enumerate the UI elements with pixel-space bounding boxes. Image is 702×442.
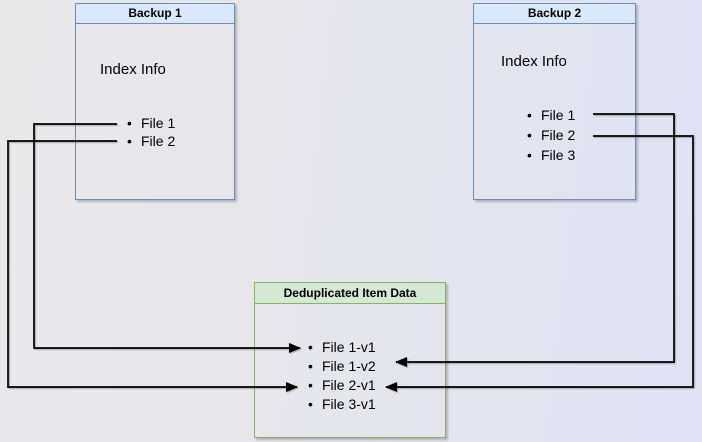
- bullet-icon: •: [527, 147, 532, 163]
- list-item: • File 1: [527, 105, 575, 125]
- backup2-title: Backup 2: [474, 4, 635, 24]
- file-label: File 3: [541, 147, 576, 163]
- backup1-index-info-label: Index Info: [100, 61, 166, 78]
- list-item: • File 3: [527, 145, 575, 165]
- item-label: File 3-v1: [322, 396, 376, 412]
- backup1-file-list: • File 1 • File 2: [127, 114, 175, 150]
- item-label: File 1-v1: [322, 339, 376, 355]
- bullet-icon: •: [127, 133, 132, 149]
- backup2-index-info-label: Index Info: [501, 53, 567, 70]
- dedup-title: Deduplicated Item Data: [255, 283, 445, 304]
- list-item: • File 3-v1: [308, 395, 376, 414]
- item-label: File 2-v1: [322, 377, 376, 393]
- file-label: File 2: [541, 127, 576, 143]
- list-item: • File 2: [127, 132, 175, 150]
- backup1-title: Backup 1: [76, 4, 234, 24]
- bullet-icon: •: [308, 377, 313, 393]
- file-label: File 1: [141, 115, 176, 131]
- bullet-icon: •: [308, 339, 313, 355]
- backup1-box: Backup 1 Index Info • File 1 • File 2: [75, 3, 235, 200]
- bullet-icon: •: [527, 127, 532, 143]
- list-item: • File 1-v2: [308, 357, 376, 376]
- dedup-item-list: • File 1-v1 • File 1-v2 • File 2-v1 • Fi…: [308, 338, 376, 414]
- deduplicated-item-data-box: Deduplicated Item Data • File 1-v1 • Fil…: [254, 282, 446, 438]
- list-item: • File 1-v1: [308, 338, 376, 357]
- file-label: File 1: [541, 107, 576, 123]
- file-label: File 2: [141, 133, 176, 149]
- list-item: • File 2: [527, 125, 575, 145]
- bullet-icon: •: [308, 396, 313, 412]
- backup2-file-list: • File 1 • File 2 • File 3: [527, 105, 575, 165]
- bullet-icon: •: [527, 107, 532, 123]
- list-item: • File 1: [127, 114, 175, 132]
- backup2-box: Backup 2 Index Info • File 1 • File 2 • …: [473, 3, 636, 200]
- list-item: • File 2-v1: [308, 376, 376, 395]
- bullet-icon: •: [308, 358, 313, 374]
- bullet-icon: •: [127, 115, 132, 131]
- item-label: File 1-v2: [322, 358, 376, 374]
